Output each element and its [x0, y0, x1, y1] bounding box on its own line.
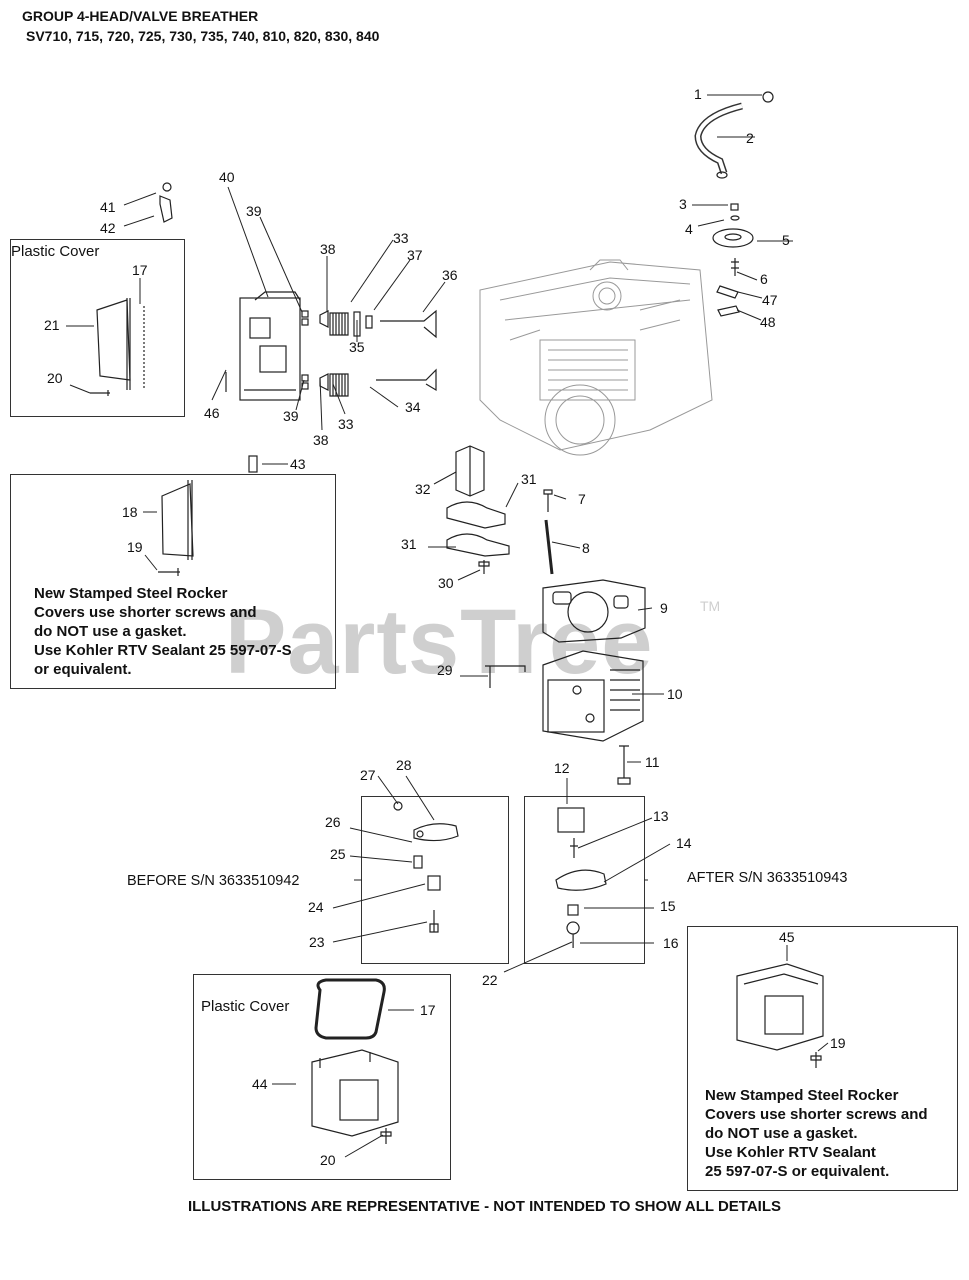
- model-list: SV710, 715, 720, 725, 730, 735, 740, 810…: [26, 28, 380, 44]
- watermark-tm: TM: [700, 598, 721, 614]
- callout-5: 5: [782, 232, 790, 248]
- callout-24: 24: [308, 899, 324, 915]
- callout-29: 29: [437, 662, 453, 678]
- callout-37: 37: [407, 247, 423, 263]
- callout-45: 45: [779, 929, 795, 945]
- callout-33-upper: 33: [393, 230, 409, 246]
- watermark: PartsTree: [225, 591, 654, 693]
- callout-20-top: 20: [47, 370, 63, 386]
- callout-39-upper: 39: [246, 203, 262, 219]
- callout-21: 21: [44, 317, 60, 333]
- callout-26: 26: [325, 814, 341, 830]
- breather-plates: [446, 501, 510, 557]
- callout-48: 48: [760, 314, 776, 330]
- after-sn-parts: [555, 807, 607, 948]
- callout-42: 42: [100, 220, 116, 236]
- callout-7: 7: [578, 491, 586, 507]
- callout-10: 10: [667, 686, 683, 702]
- callout-23: 23: [309, 934, 325, 950]
- callout-4: 4: [685, 221, 693, 237]
- callout-38-upper: 38: [320, 241, 336, 257]
- engine-block: [479, 259, 713, 456]
- callout-17-top: 17: [132, 262, 148, 278]
- callout-2: 2: [746, 130, 754, 146]
- callout-19-right: 19: [830, 1035, 846, 1051]
- callout-25: 25: [330, 846, 346, 862]
- callout-11: 11: [645, 754, 660, 770]
- pushrod: [544, 519, 554, 575]
- breather-filter: [455, 445, 485, 497]
- dowel-pin: [248, 455, 258, 473]
- callout-28: 28: [396, 757, 412, 773]
- callout-12: 12: [554, 760, 570, 776]
- callout-22: 22: [482, 972, 498, 988]
- after-serial-label: AFTER S/N 3633510943: [687, 870, 848, 886]
- screw-30: [478, 560, 490, 574]
- head-bolt: [617, 745, 631, 785]
- callout-19-left: 19: [127, 539, 143, 555]
- plastic-cover-box-bottom: [193, 974, 451, 1180]
- callout-1: 1: [694, 86, 702, 102]
- leader-lines: [66, 94, 829, 1158]
- footer-disclaimer: ILLUSTRATIONS ARE REPRESENTATIVE - NOT I…: [187, 1198, 782, 1215]
- cover-gasket: [314, 978, 386, 1040]
- plastic-rocker-cover: [311, 1049, 399, 1144]
- callout-47: 47: [762, 292, 778, 308]
- callout-34: 34: [405, 399, 421, 415]
- stamped-cover-box-left: [10, 474, 336, 689]
- callout-13: 13: [653, 808, 669, 824]
- cylinder-head: [542, 650, 644, 742]
- before-serial-label: BEFORE S/N 3633510942: [127, 873, 300, 889]
- callout-43: 43: [290, 456, 306, 472]
- stamped-rocker-cover: [736, 963, 824, 1068]
- callout-31-upper: 31: [521, 471, 537, 487]
- plastic-cover-title-bottom: Plastic Cover: [201, 998, 290, 1015]
- callout-32: 32: [415, 481, 431, 497]
- callout-33-lower: 33: [338, 416, 354, 432]
- diagram-title: GROUP 4-HEAD/VALVE BREATHER: [22, 8, 259, 24]
- plastic-cover-box-top: [10, 239, 185, 417]
- callout-36: 36: [442, 267, 458, 283]
- callout-27: 27: [360, 767, 376, 783]
- stamped-cover-note-right: New Stamped Steel Rocker Covers use shor…: [705, 1087, 928, 1180]
- cylinder-head-side: [225, 291, 309, 401]
- callout-16: 16: [663, 935, 679, 951]
- breather-clip: [159, 182, 173, 223]
- before-sn-parts: [393, 801, 459, 933]
- callout-3: 3: [679, 196, 687, 212]
- bracket-29: [485, 665, 526, 688]
- stamped-cover-side: [158, 480, 194, 576]
- head-gasket: [542, 579, 646, 643]
- breather-hose: [694, 91, 774, 179]
- callout-38-lower: 38: [313, 432, 329, 448]
- callout-35: 35: [349, 339, 365, 355]
- valve-springs: [319, 309, 437, 397]
- callout-6: 6: [760, 271, 768, 287]
- rocker-stud: [543, 489, 553, 512]
- callout-17-bottom: 17: [420, 1002, 436, 1018]
- callout-9: 9: [660, 600, 668, 616]
- callout-8: 8: [582, 540, 590, 556]
- callout-31-lower: 31: [401, 536, 417, 552]
- breather-assembly: [712, 203, 754, 317]
- callout-14: 14: [676, 835, 692, 851]
- callout-30: 30: [438, 575, 454, 591]
- callout-39-lower: 39: [283, 408, 299, 424]
- plastic-cover-title-top: Plastic Cover: [11, 243, 100, 260]
- callout-20-bottom: 20: [320, 1152, 336, 1168]
- callout-18: 18: [122, 504, 138, 520]
- callout-41: 41: [100, 199, 116, 215]
- stamped-cover-note-left: New Stamped Steel Rocker Covers use shor…: [34, 585, 292, 678]
- callout-46: 46: [204, 405, 220, 421]
- callout-44: 44: [252, 1076, 268, 1092]
- callout-40: 40: [219, 169, 235, 185]
- plastic-cover-side: [90, 298, 145, 396]
- stamped-cover-box-right: [687, 926, 958, 1191]
- callout-15: 15: [660, 898, 676, 914]
